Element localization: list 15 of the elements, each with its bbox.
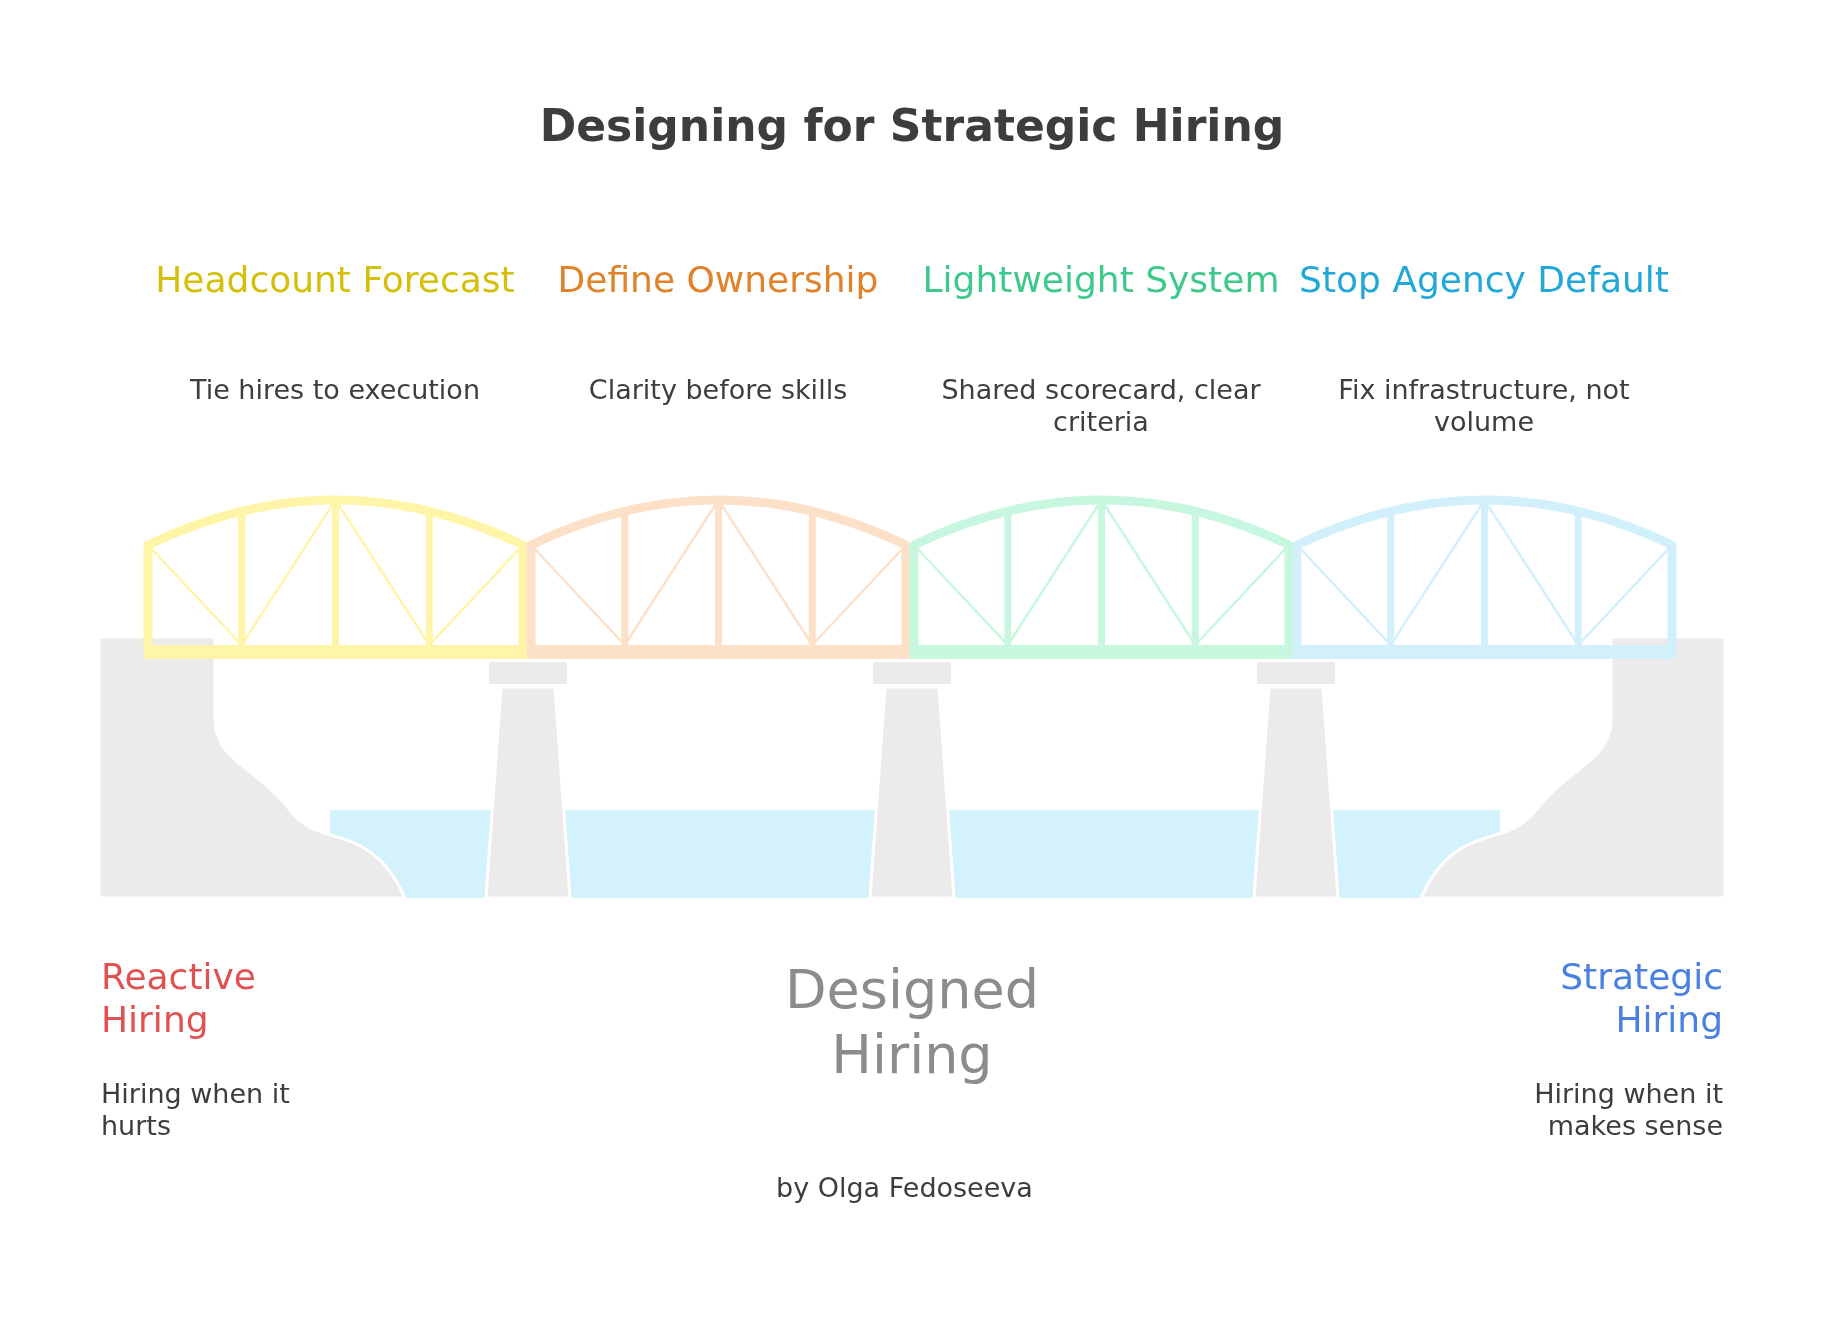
goal-description: Hiring when it makes sense <box>1533 1078 1723 1143</box>
step-description: Tie hires to execution <box>189 374 481 407</box>
goal-title: Strategic Hiring <box>1559 955 1723 1042</box>
step-title: Stop Agency Default <box>1298 258 1670 302</box>
start-description: Hiring when it hurts <box>101 1078 291 1143</box>
step-description: Fix infrastructure, not volume <box>1337 374 1631 439</box>
step-title: Define Ownership <box>556 258 880 302</box>
step-description: Clarity before skills <box>587 374 849 407</box>
step-description: Shared scorecard, clear criteria <box>940 374 1262 439</box>
step-title: Headcount Forecast <box>154 258 516 302</box>
step-title: Lightweight System <box>921 258 1281 302</box>
diagram-title: Designing for Strategic Hiring <box>538 100 1286 153</box>
start-title: Reactive Hiring <box>101 955 257 1042</box>
author-credit: by Olga Fedoseeva <box>776 1172 1034 1205</box>
center-title: Designed Hiring <box>784 958 1040 1088</box>
